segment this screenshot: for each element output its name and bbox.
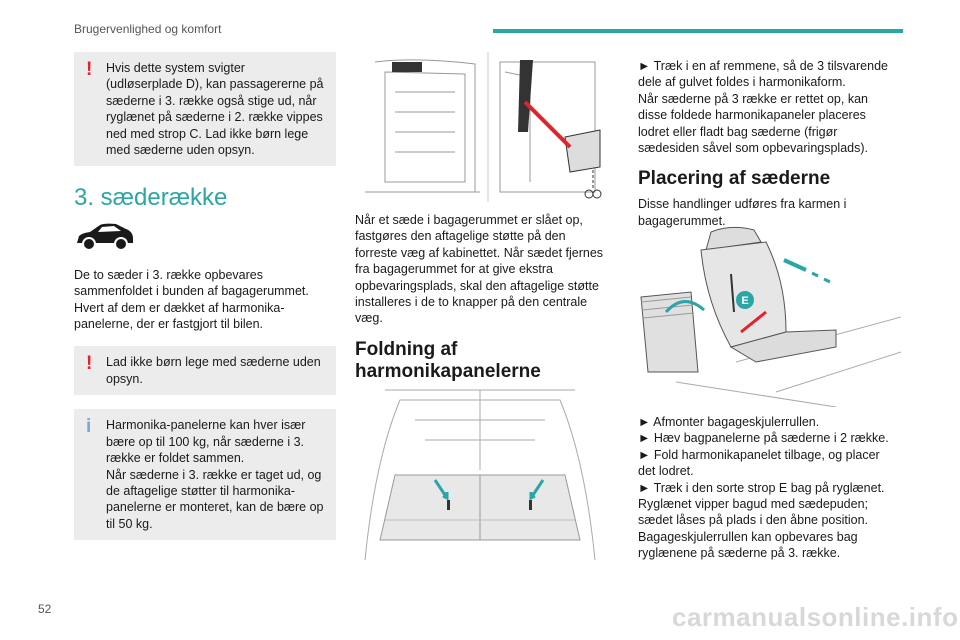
warning-text-1: Hvis dette system svigter (udløserplade … xyxy=(106,61,324,158)
car-icon xyxy=(74,221,336,259)
column-3: ► Træk i en af remmene, så de 3 tilsvare… xyxy=(638,58,900,229)
note-backrest-tilts: Ryglænet vipper bagud med sædepuden; sæd… xyxy=(638,497,869,528)
page-number: 52 xyxy=(38,602,52,616)
step-fold-panel: ► Fold harmonikapanelet tilbage, og plac… xyxy=(638,447,880,479)
seat-placement-illustration: E xyxy=(636,222,902,412)
header-accent-bar xyxy=(493,29,903,33)
warning-text-2: Lad ikke børn lege med sæderne uden opsy… xyxy=(106,355,321,386)
column-2: Når et sæde i bagagerummet er slået op, … xyxy=(355,212,610,383)
folding-heading: Foldning af harmonikapanelerne xyxy=(355,338,541,382)
header-title: Brugervenlighed og komfort xyxy=(74,22,222,36)
watermark-url: carmanualsonline.info xyxy=(672,602,959,632)
step-pull-strap: ► Træk i en af remmene, så de 3 tilsvare… xyxy=(638,59,888,90)
label-e: E xyxy=(741,295,748,307)
warning-icon: ! xyxy=(86,59,93,80)
info-icon: i xyxy=(86,416,92,438)
trunk-illustration xyxy=(355,52,605,207)
column-3-steps: ► Afmonter bagageskjulerrullen. ► Hæv ba… xyxy=(638,414,900,562)
warning-icon: ! xyxy=(86,353,93,375)
section-title: 3. sæderække xyxy=(74,184,228,212)
step-raise-panels: ► Hæv bagpanelerne på sæderne i 2 række. xyxy=(638,431,889,446)
step-remove-roller: ► Afmonter bagageskjulerrullen. xyxy=(638,415,820,429)
info-box: i Harmonika-panelerne kan hver især bære… xyxy=(74,409,336,541)
note-folded-panels: Når sæderne på 3 række er rettet op, kan… xyxy=(638,91,868,156)
info-text-2: Når sæderne i 3. række er taget ud, og d… xyxy=(106,467,324,531)
info-text-1: Harmonika-panelerne kan hver især bære o… xyxy=(106,418,306,466)
warning-box-1: ! Hvis dette system svigter (udløserplad… xyxy=(74,52,336,167)
warning-box-2: ! Lad ikke børn lege med sæderne uden op… xyxy=(74,346,336,396)
support-paragraph: Når et sæde i bagagerummet er slået op, … xyxy=(355,213,604,326)
note-roller-storage: Bagageskjulerrullen kan opbevares bag ry… xyxy=(638,529,858,561)
placement-heading: Placering af sæderne xyxy=(638,168,831,190)
intro-paragraph: De to sæder i 3. række opbevares sammenf… xyxy=(74,267,309,332)
placement-intro: Disse handlinger udføres fra karmen i ba… xyxy=(638,197,847,228)
step-pull-strap-e: ► Træk i den sorte strop E bag på ryglæn… xyxy=(638,480,885,495)
accordion-panels-illustration xyxy=(355,380,605,570)
column-1: ! Hvis dette system svigter (udløserplad… xyxy=(74,52,336,541)
